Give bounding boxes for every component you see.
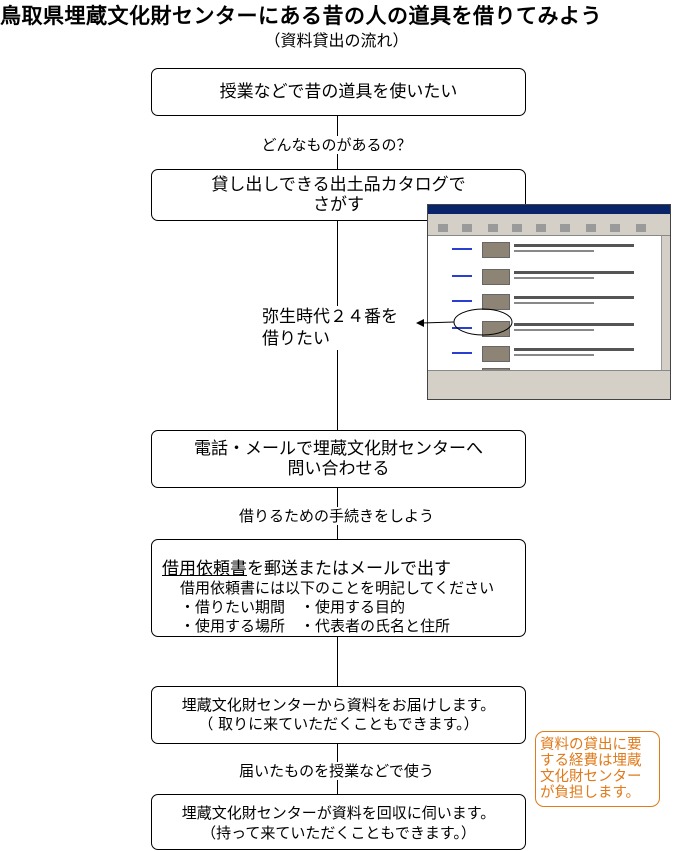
note-line-3: 文化財センター bbox=[540, 769, 642, 785]
catalog-screenshot bbox=[427, 204, 671, 400]
step-box-4: 借用依頼書を郵送またはメールで出す 借用依頼書には以下のことを明記してください … bbox=[151, 539, 526, 637]
catalog-row bbox=[428, 240, 658, 260]
connector-label-2: 借りるための手続きをしよう bbox=[0, 505, 673, 526]
toolbar-icon bbox=[560, 224, 570, 232]
highlight-ellipse bbox=[453, 308, 513, 336]
toolbar-icon bbox=[438, 224, 448, 232]
step-2-line-1: 貸し出しできる出土品カタログで bbox=[211, 175, 466, 195]
step-box-1: 授業などで昔の道具を使いたい bbox=[151, 68, 526, 116]
page-title: 鳥取県埋蔵文化財センターにある昔の人の道具を借りてみよう bbox=[0, 4, 602, 28]
step-box-5: 埋蔵文化財センターから資料をお届けします。 （ 取りに来ていただくこともできます… bbox=[151, 686, 526, 744]
catalog-row bbox=[428, 267, 658, 287]
step-5-line-1: 埋蔵文化財センターから資料をお届けします。 bbox=[181, 696, 496, 714]
step-box-3: 電話・メールで埋蔵文化財センターへ 問い合わせる bbox=[151, 430, 526, 488]
step-5-line-2: （ 取りに来ていただくこともできます。） bbox=[198, 715, 479, 733]
toolbar-icon bbox=[512, 224, 522, 232]
step-6-line-2: （持って来ていただくこともできます。） bbox=[201, 824, 476, 842]
step-6-line-1: 埋蔵文化財センターが資料を回収に伺います。 bbox=[181, 804, 496, 822]
page-subtitle: （資料貸出の流れ） bbox=[264, 31, 409, 50]
step-4-line-2: ・借りたい期間 ・使用する目的 bbox=[180, 598, 406, 616]
step-4-heading-underlined: 借用依頼書 bbox=[162, 559, 247, 579]
callout-line-1: 弥生時代２４番を bbox=[262, 307, 398, 327]
step-4-line-1: 借用依頼書には以下のことを明記してください bbox=[180, 579, 495, 597]
cost-note: 資料の貸出に要 する経費は埋蔵 文化財センター が負担します。 bbox=[535, 731, 660, 807]
toolbar-icon bbox=[636, 224, 646, 232]
connector-4 bbox=[337, 637, 338, 686]
note-line-4: が負担します。 bbox=[540, 785, 641, 801]
toolbar-icon bbox=[536, 224, 546, 232]
note-line-2: する経費は埋蔵 bbox=[540, 753, 642, 769]
screenshot-scrollbar bbox=[661, 236, 670, 373]
step-3-line-2: 問い合わせる bbox=[287, 459, 390, 479]
toolbar-icon bbox=[586, 224, 596, 232]
step-1-text: 授業などで昔の道具を使いたい bbox=[219, 82, 458, 102]
callout-arrow bbox=[421, 321, 455, 324]
callout-text: 弥生時代２４番を 借りたい bbox=[262, 306, 398, 350]
screenshot-titlebar bbox=[428, 205, 670, 214]
step-4-line-3: ・使用する場所 ・代表者の氏名と住所 bbox=[180, 617, 451, 635]
catalog-row bbox=[428, 344, 658, 364]
catalog-row bbox=[428, 292, 658, 312]
callout-arrowhead bbox=[416, 319, 424, 327]
step-4-heading-rest: を郵送またはメールで出す bbox=[247, 559, 451, 579]
step-2-line-2: さがす bbox=[313, 195, 364, 215]
catalog-row bbox=[428, 319, 658, 339]
callout-line-2: 借りたい bbox=[262, 329, 330, 349]
step-4-heading: 借用依頼書を郵送またはメールで出す bbox=[162, 554, 451, 579]
toolbar-icon bbox=[488, 224, 498, 232]
step-box-6: 埋蔵文化財センターが資料を回収に伺います。 （持って来ていただくこともできます。… bbox=[151, 794, 526, 850]
connector-label-1: どんなものがあるの？ bbox=[0, 134, 673, 155]
toolbar-icon bbox=[462, 224, 472, 232]
note-line-1: 資料の貸出に要 bbox=[540, 737, 642, 753]
screenshot-statusbar bbox=[428, 370, 670, 399]
toolbar-icon bbox=[610, 224, 620, 232]
connector-label-3: 届いたものを授業などで使う bbox=[0, 760, 673, 781]
step-3-line-1: 電話・メールで埋蔵文化財センターへ bbox=[194, 439, 483, 459]
screenshot-content bbox=[428, 236, 664, 384]
